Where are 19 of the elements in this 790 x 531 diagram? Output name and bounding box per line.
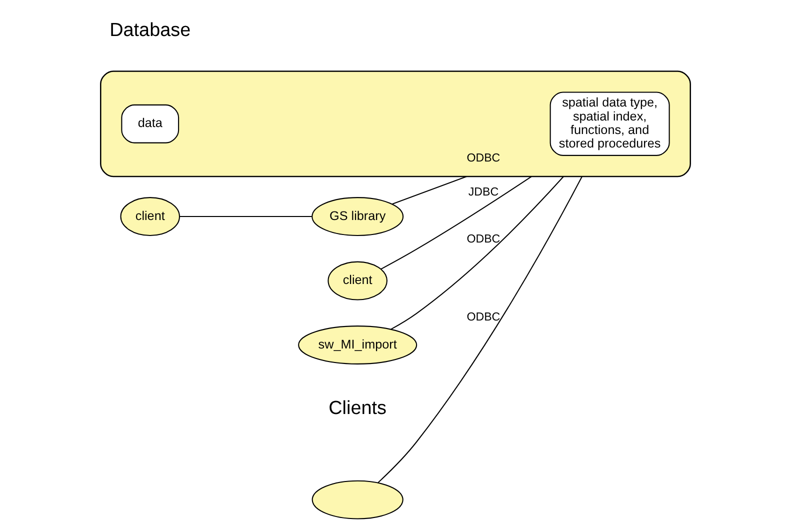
connector: [178, 216, 312, 218]
node-ellipse: sw_MI_import: [298, 326, 417, 364]
label: Clients: [328, 398, 386, 419]
node-box: data: [120, 104, 179, 144]
cluster: [100, 70, 690, 178]
node-ellipse: [311, 480, 403, 520]
node-box: spatial data type, spatial index, functions, and stored procedures: [549, 92, 670, 156]
connector: [380, 176, 532, 270]
connector: [392, 176, 466, 205]
edge-label: ODBC: [466, 234, 500, 246]
edge-label: ODBC: [466, 312, 500, 324]
connector: [377, 176, 582, 483]
node-ellipse: client: [120, 197, 180, 236]
node-ellipse: GS library: [311, 197, 404, 236]
edge-label: ODBC: [466, 152, 500, 165]
node-ellipse: client: [327, 261, 387, 300]
label: Database: [109, 20, 190, 41]
connector: [390, 176, 564, 330]
edge-label: JDBC: [468, 186, 498, 198]
